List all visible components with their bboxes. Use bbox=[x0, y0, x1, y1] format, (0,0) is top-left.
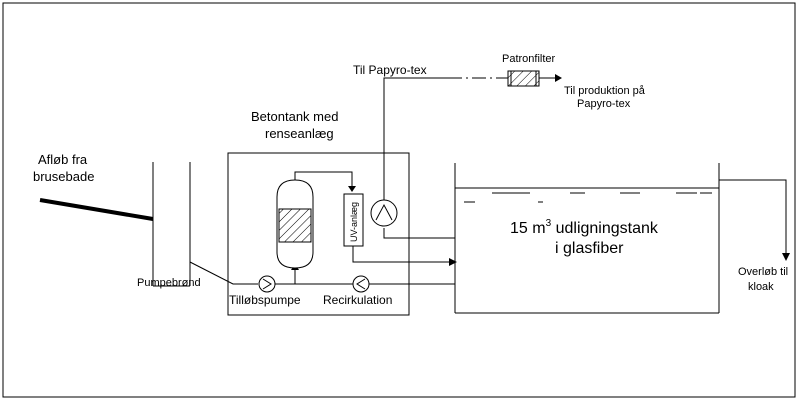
concrete-tank-label-line1: Betontank med bbox=[251, 109, 338, 124]
uv-to-tank bbox=[352, 246, 455, 263]
pumpwell-to-pump-pipe bbox=[189, 261, 258, 285]
to-production-label-line2: Papyro-tex bbox=[577, 98, 631, 110]
cartridge-filter-icon bbox=[507, 70, 540, 87]
inlet-pipe bbox=[39, 198, 154, 221]
overflow-pipe bbox=[719, 179, 787, 255]
to-production-label-line1: Til produktion på bbox=[564, 85, 646, 97]
filter-to-uv bbox=[294, 171, 353, 188]
pump-icon bbox=[258, 275, 276, 293]
inflow-label-line2: brusebade bbox=[33, 169, 94, 184]
arrow-icon bbox=[555, 74, 562, 82]
uv-unit-label: UV-anlæg bbox=[349, 202, 359, 242]
pump-well bbox=[152, 162, 191, 287]
tank-label-line2: i glasfiber bbox=[555, 240, 624, 257]
arrow-icon bbox=[348, 186, 356, 192]
overflow-label-line2: kloak bbox=[748, 281, 774, 293]
recirculation-pump-label: Recirkulation bbox=[323, 293, 392, 307]
inlet-pump-label: Tilløbspumpe bbox=[229, 293, 301, 307]
pump-icon bbox=[352, 275, 370, 293]
concrete-tank bbox=[227, 152, 410, 316]
filter-column-icon bbox=[276, 179, 314, 269]
tank-label-line1: 15 m3 udligningstank bbox=[510, 218, 659, 237]
equalization-tank bbox=[454, 163, 720, 314]
arrow-icon bbox=[449, 258, 457, 266]
uv-unit-icon: UV-anlæg bbox=[343, 193, 364, 247]
diagram-frame bbox=[2, 2, 796, 398]
inflow-label-line1: Afløb fra bbox=[38, 152, 88, 167]
pump-icon bbox=[370, 199, 398, 227]
overflow-label-line1: Overløb til bbox=[738, 266, 788, 278]
water-surface-marks bbox=[464, 192, 712, 203]
arrow-icon bbox=[782, 253, 790, 261]
pump-to-papyro-line bbox=[383, 77, 448, 200]
pump-well-label: Pumpebrønd bbox=[137, 277, 201, 289]
cartridge-filter-label: Patronfilter bbox=[502, 53, 556, 65]
to-papyro-label: Til Papyro-tex bbox=[353, 63, 427, 77]
tank-to-papyro-pump bbox=[383, 228, 455, 239]
concrete-tank-label-line2: renseanlæg bbox=[265, 126, 334, 141]
